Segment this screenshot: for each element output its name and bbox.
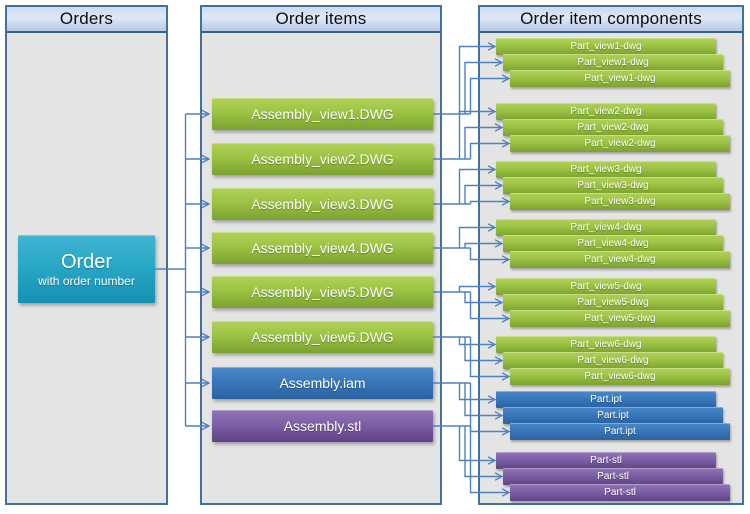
component-label: Part_view4-dwg — [584, 254, 656, 265]
component-label: Part_view5-dwg — [570, 281, 642, 292]
order-item-box-7: Assembly.iam — [212, 367, 433, 399]
component-box-5-1: Part_view5-dwg — [496, 278, 716, 295]
component-label: Part_view5-dwg — [577, 297, 649, 308]
component-label: Part_view1-dwg — [570, 41, 642, 52]
component-label: Part-stl — [590, 455, 622, 466]
order-item-box-6: Assembly_view6.DWG — [212, 321, 433, 353]
component-box-4-3: Part_view4-dwg — [510, 251, 730, 268]
order-item-label: Assembly.stl — [283, 418, 362, 434]
component-label: Part_view6-dwg — [584, 371, 656, 382]
component-box-3-3: Part_view3-dwg — [510, 193, 730, 210]
order-items-panel-header: Order items — [202, 7, 440, 33]
order-node-title: Order — [60, 250, 113, 273]
component-box-8-2: Part-stl — [503, 468, 723, 485]
order-item-label: Assembly_view3.DWG — [251, 196, 394, 212]
component-label: Part_view3-dwg — [577, 180, 649, 191]
component-box-1-2: Part_view1-dwg — [503, 54, 723, 71]
component-label: Part_view6-dwg — [570, 339, 642, 350]
component-box-7-3: Part.ipt — [510, 423, 730, 440]
component-box-1-1: Part_view1-dwg — [496, 38, 716, 55]
component-label: Part.ipt — [590, 394, 622, 405]
order-item-label: Assembly_view2.DWG — [251, 151, 394, 167]
component-box-6-1: Part_view6-dwg — [496, 336, 716, 353]
order-item-label: Assembly_view6.DWG — [251, 329, 394, 345]
component-label: Part_view1-dwg — [577, 57, 649, 68]
component-label: Part_view6-dwg — [577, 355, 649, 366]
order-item-label: Assembly_view5.DWG — [251, 284, 394, 300]
component-box-5-3: Part_view5-dwg — [510, 310, 730, 327]
component-label: Part-stl — [597, 471, 629, 482]
order-item-components-panel-header: Order item components — [480, 7, 742, 33]
component-label: Part.ipt — [604, 426, 636, 437]
component-label: Part.ipt — [597, 410, 629, 421]
order-items-panel-title: Order items — [275, 9, 367, 28]
component-label: Part_view4-dwg — [570, 222, 642, 233]
component-label: Part_view3-dwg — [584, 196, 656, 207]
component-box-3-2: Part_view3-dwg — [503, 177, 723, 194]
component-label: Part_view5-dwg — [584, 313, 656, 324]
order-item-box-2: Assembly_view2.DWG — [212, 143, 433, 175]
order-item-box-8: Assembly.stl — [212, 410, 433, 442]
component-box-5-2: Part_view5-dwg — [503, 294, 723, 311]
orders-panel-header: Orders — [7, 7, 166, 33]
component-label: Part_view3-dwg — [570, 164, 642, 175]
component-box-7-2: Part.ipt — [503, 407, 723, 424]
component-box-2-1: Part_view2-dwg — [496, 103, 716, 120]
component-box-2-2: Part_view2-dwg — [503, 119, 723, 136]
component-box-8-3: Part-stl — [510, 484, 730, 501]
component-label: Part_view2-dwg — [570, 106, 642, 117]
component-label: Part_view4-dwg — [577, 238, 649, 249]
component-box-3-1: Part_view3-dwg — [496, 161, 716, 178]
order-item-label: Assembly.iam — [279, 375, 366, 391]
component-box-2-3: Part_view2-dwg — [510, 135, 730, 152]
component-label: Part_view1-dwg — [584, 73, 656, 84]
component-box-6-3: Part_view6-dwg — [510, 368, 730, 385]
order-item-label: Assembly_view1.DWG — [251, 106, 394, 122]
component-box-1-3: Part_view1-dwg — [510, 70, 730, 87]
order-item-box-3: Assembly_view3.DWG — [212, 188, 433, 220]
component-label: Part_view2-dwg — [577, 122, 649, 133]
orders-panel-title: Orders — [59, 9, 114, 28]
order-item-box-4: Assembly_view4.DWG — [212, 232, 433, 264]
order-item-box-5: Assembly_view5.DWG — [212, 276, 433, 308]
component-box-6-2: Part_view6-dwg — [503, 352, 723, 369]
order-item-components-panel-title: Order item components — [520, 9, 702, 28]
component-label: Part-stl — [604, 487, 636, 498]
component-box-4-1: Part_view4-dwg — [496, 219, 716, 236]
component-box-4-2: Part_view4-dwg — [503, 235, 723, 252]
order-node-subtitle: with order number — [38, 273, 135, 288]
order-node: Order with order number — [18, 235, 155, 303]
component-label: Part_view2-dwg — [584, 138, 656, 149]
component-box-7-1: Part.ipt — [496, 391, 716, 408]
order-item-label: Assembly_view4.DWG — [251, 240, 394, 256]
order-item-box-1: Assembly_view1.DWG — [212, 98, 433, 130]
component-box-8-1: Part-stl — [496, 452, 716, 469]
